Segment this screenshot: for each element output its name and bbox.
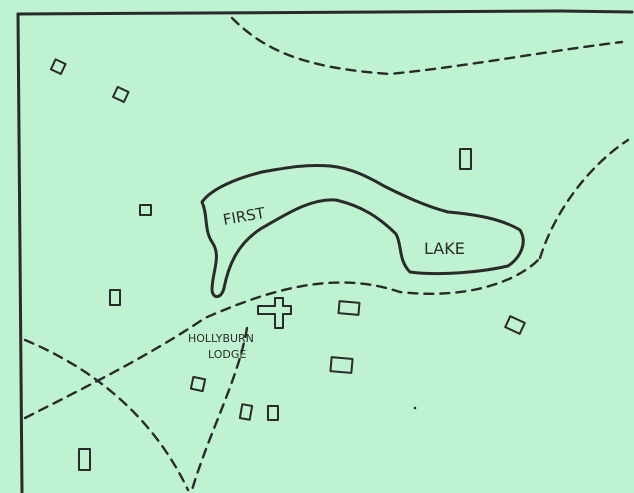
trail-north (230, 16, 624, 76)
first-lake-outline (200, 163, 525, 298)
building (139, 204, 152, 216)
trail-southwest (23, 338, 190, 492)
building (49, 58, 67, 75)
trail-lodge-south (190, 326, 249, 492)
lodge-label-line1: HOLLYBURN (188, 332, 254, 345)
building (78, 448, 91, 471)
building (112, 85, 130, 103)
hollyburn-lodge-outline (257, 297, 292, 329)
map-border-top (16, 9, 634, 16)
building (459, 148, 472, 170)
building (504, 315, 526, 335)
map-speck (413, 406, 417, 410)
building (267, 405, 279, 421)
trail-lodge-east (23, 256, 542, 420)
trail-east-branch (538, 138, 630, 260)
building (238, 403, 254, 421)
building (189, 375, 207, 393)
building (109, 289, 121, 306)
buildings (49, 58, 526, 471)
lodge-label-line2: LODGE (208, 348, 246, 361)
building (337, 300, 361, 316)
lake-label-lake: LAKE (424, 239, 465, 258)
map-border-left (16, 12, 24, 493)
building (329, 356, 354, 374)
